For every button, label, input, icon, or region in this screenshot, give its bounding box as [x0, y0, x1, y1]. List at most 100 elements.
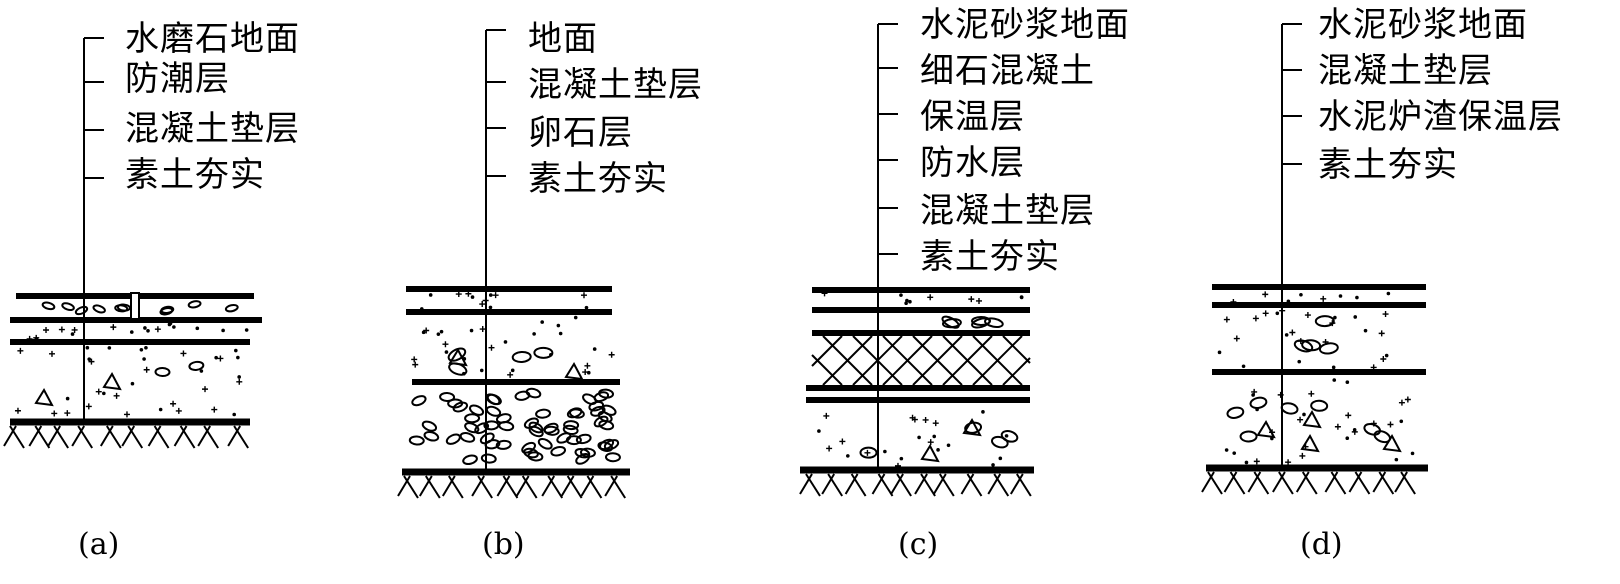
panel-a-mix-dot: [172, 325, 176, 329]
panel-c-insulation: [972, 335, 1023, 386]
panel-d-concrete-cross: [1289, 329, 1296, 336]
panel-b-ground-hatch: [403, 475, 419, 499]
panel-d-pebble: [1310, 399, 1329, 412]
panel-b-concrete-dot: [573, 315, 578, 320]
panel-c-ground-hatch: [966, 473, 983, 497]
panel-d-ground-hatch: [1247, 471, 1262, 493]
panel-d-ground-hatch: [1201, 471, 1215, 493]
panel-a-ground-hatch: [173, 425, 188, 447]
panel-b-concrete-cross: [608, 351, 615, 358]
panel-b-ground-hatch: [610, 475, 626, 499]
panel-b-ground-hatch: [515, 475, 530, 497]
panel-b-pebble: [514, 390, 531, 401]
panel-c-label-6: 素土夯实: [920, 237, 1060, 277]
panel-c-ground-hatch: [871, 473, 886, 495]
panel-b-pebble: [462, 454, 478, 466]
panel-a-concrete-cross: [51, 410, 58, 417]
panel-d-ground-hatch: [1272, 471, 1286, 493]
panel-d-mortar-dot: [1355, 295, 1359, 300]
panel-a-concrete-cross: [14, 407, 21, 414]
panel-a-concrete-cross: [95, 388, 102, 395]
panel-b-ground-hatch: [496, 475, 511, 497]
panel-a-concrete-cross: [88, 358, 95, 365]
panel-b-concrete-top: [406, 309, 612, 315]
panel-b-concrete-dot: [444, 350, 449, 354]
panel-b-ground-hatch: [441, 475, 456, 497]
panel-b-screed-dot: [488, 305, 493, 310]
panel-c-concrete-cross: [839, 438, 846, 445]
panel-b-ground-hatch: [521, 475, 538, 499]
panel-c-pebble: [859, 446, 878, 459]
panel-d-slag-dot: [1345, 380, 1350, 385]
panel-a-concrete-cross: [64, 410, 71, 417]
panel-b-concrete-dot: [532, 332, 536, 336]
panel-a-label-2: 防潮层: [125, 59, 230, 99]
panel-d-concrete-cross: [1304, 312, 1311, 319]
panel-c-concrete-cross: [864, 449, 871, 456]
panel-d-concrete-dot: [1363, 328, 1368, 333]
panel-c-ground-hatch: [932, 473, 947, 495]
panel-d-ground-hatch: [1394, 471, 1408, 493]
panel-c-pebble: [984, 317, 1004, 329]
panel-d-concrete-top: [1212, 302, 1426, 308]
panel-d-ground-hatch: [1348, 471, 1363, 493]
panel-a-concrete-dot: [142, 357, 146, 361]
panel-c-concrete-dot: [946, 443, 951, 448]
panel-d-label-1: 水泥砂浆地面: [1318, 5, 1528, 45]
panel-c-label-5: 混凝土垫层: [920, 191, 1095, 231]
panel-c-insulation-top: [812, 330, 1030, 336]
panel-a-concrete-dot: [107, 346, 112, 350]
panel-b-pebble: [445, 433, 461, 445]
panel-b-screed-cross: [580, 292, 587, 299]
panel-c-concrete-cross: [894, 462, 901, 469]
panel-b-pebble: [421, 420, 438, 432]
panel-d-mortar-cross: [1230, 298, 1237, 305]
panel-a-divider-strip: [130, 292, 140, 320]
panel-b-ground-hatch: [541, 475, 556, 497]
panel-a-aggregate: [34, 387, 54, 407]
panel-a-concrete-cross: [48, 350, 55, 357]
panel-d-slag-cross: [1297, 416, 1304, 423]
panel-c-ground-hatch: [960, 473, 975, 495]
panel-b-screed-dot: [419, 307, 424, 311]
panel-d-aggregate: [1302, 409, 1322, 429]
panel-c-ground-hatch: [844, 473, 859, 495]
panel-b-concrete-dot: [469, 328, 474, 333]
panel-c-mortar-cross: [976, 297, 982, 304]
panel-c-concrete-cross: [826, 445, 833, 452]
panel-d-ground-hatch: [1223, 471, 1238, 493]
panel-b-pebble-top: [412, 379, 620, 385]
panel-b-pebble: [439, 391, 456, 402]
panel-a-concrete-cross: [202, 386, 209, 393]
panel-c-mortar-dot: [904, 301, 908, 306]
panel-c-concrete-dot: [846, 454, 850, 458]
panel-a-mix-cross: [58, 326, 65, 333]
panel-b-pebble: [537, 438, 553, 450]
panel-d-pebble: [1301, 339, 1322, 352]
panel-c-insulation: [882, 335, 933, 386]
panel-a-concrete-dot: [139, 347, 144, 352]
panel-a-mix-cross: [71, 326, 78, 333]
panel-c-concrete-cross: [823, 412, 830, 419]
panel-a-concrete-dot: [65, 396, 70, 401]
panel-b-pebble: [550, 445, 567, 457]
panel-b-pebble: [408, 435, 425, 446]
panel-d-ground-hatch: [1324, 471, 1339, 493]
panel-d-slag-cross: [1351, 428, 1358, 435]
panel-a-concrete-cross: [170, 400, 177, 407]
panel-b-screed-cross: [455, 291, 462, 298]
panel-b-pebble: [535, 408, 552, 419]
panel-b-ground-hatch: [586, 475, 603, 499]
panel-d-slag-cross: [1299, 452, 1306, 459]
panel-b-pebble: [565, 435, 582, 446]
panel-d-slag-dot: [1394, 457, 1399, 462]
panel-b-pebble: [523, 447, 539, 459]
panel-a-concrete-dot: [236, 355, 240, 360]
panel-a-concrete-cross: [85, 403, 92, 410]
panel-b-ground-hatch: [397, 475, 411, 497]
panel-c-concrete-cross: [909, 414, 916, 421]
panel-a-ground-hatch: [28, 425, 43, 447]
panel-c-mortar-cross: [821, 290, 828, 297]
panel-d-slag-cross: [1277, 391, 1284, 398]
panel-b-concrete-dot: [436, 332, 441, 336]
